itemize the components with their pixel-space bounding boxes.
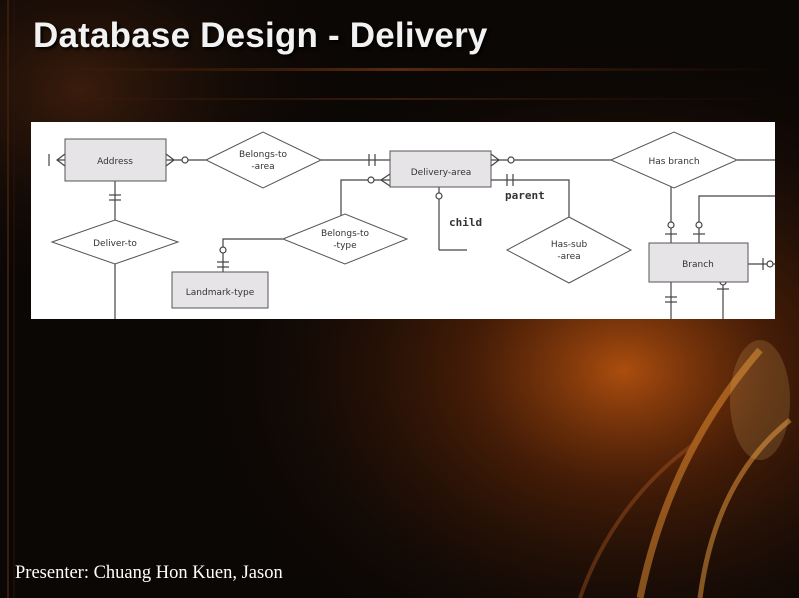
relationship-has-sub-area-line1: Has-sub: [551, 240, 588, 250]
er-diagram: Address Delivery-area Landmark-type Bran…: [31, 122, 775, 319]
relationship-belongs-to-area-line2: -area: [251, 162, 274, 172]
entity-landmark-type: Landmark-type: [171, 271, 269, 309]
relationship-belongs-to-type-line1: Belongs-to: [321, 229, 370, 239]
entity-delivery-area-label: Delivery-area: [411, 168, 472, 178]
relationship-deliver-to-label: Deliver-to: [93, 239, 137, 249]
entity-address: Address: [64, 138, 167, 182]
role-child-label: child: [449, 216, 482, 229]
entity-branch: Branch: [648, 242, 749, 283]
relationship-has-sub-area-line2: -area: [557, 252, 580, 262]
entity-delivery-area: Delivery-area: [389, 150, 492, 188]
relationship-has-sub-area: Has-sub -area: [505, 216, 633, 284]
relationship-deliver-to: Deliver-to: [50, 219, 180, 265]
relationship-has-branch: Has branch: [609, 131, 739, 189]
presenter-credit: Presenter: Chuang Hon Kuen, Jason: [15, 563, 283, 583]
relationship-belongs-to-area: Belongs-to -area: [204, 131, 323, 189]
entity-branch-label: Branch: [682, 260, 714, 270]
entity-address-label: Address: [97, 157, 133, 167]
slide-title: Database Design - Delivery: [33, 16, 488, 55]
relationship-belongs-to-area-line1: Belongs-to: [239, 150, 288, 160]
role-parent-label: parent: [505, 189, 545, 202]
relationship-belongs-to-type: Belongs-to -type: [281, 213, 409, 265]
relationship-belongs-to-type-line2: -type: [333, 241, 357, 251]
entity-landmark-type-label: Landmark-type: [186, 288, 255, 298]
relationship-has-branch-label: Has branch: [648, 157, 699, 167]
